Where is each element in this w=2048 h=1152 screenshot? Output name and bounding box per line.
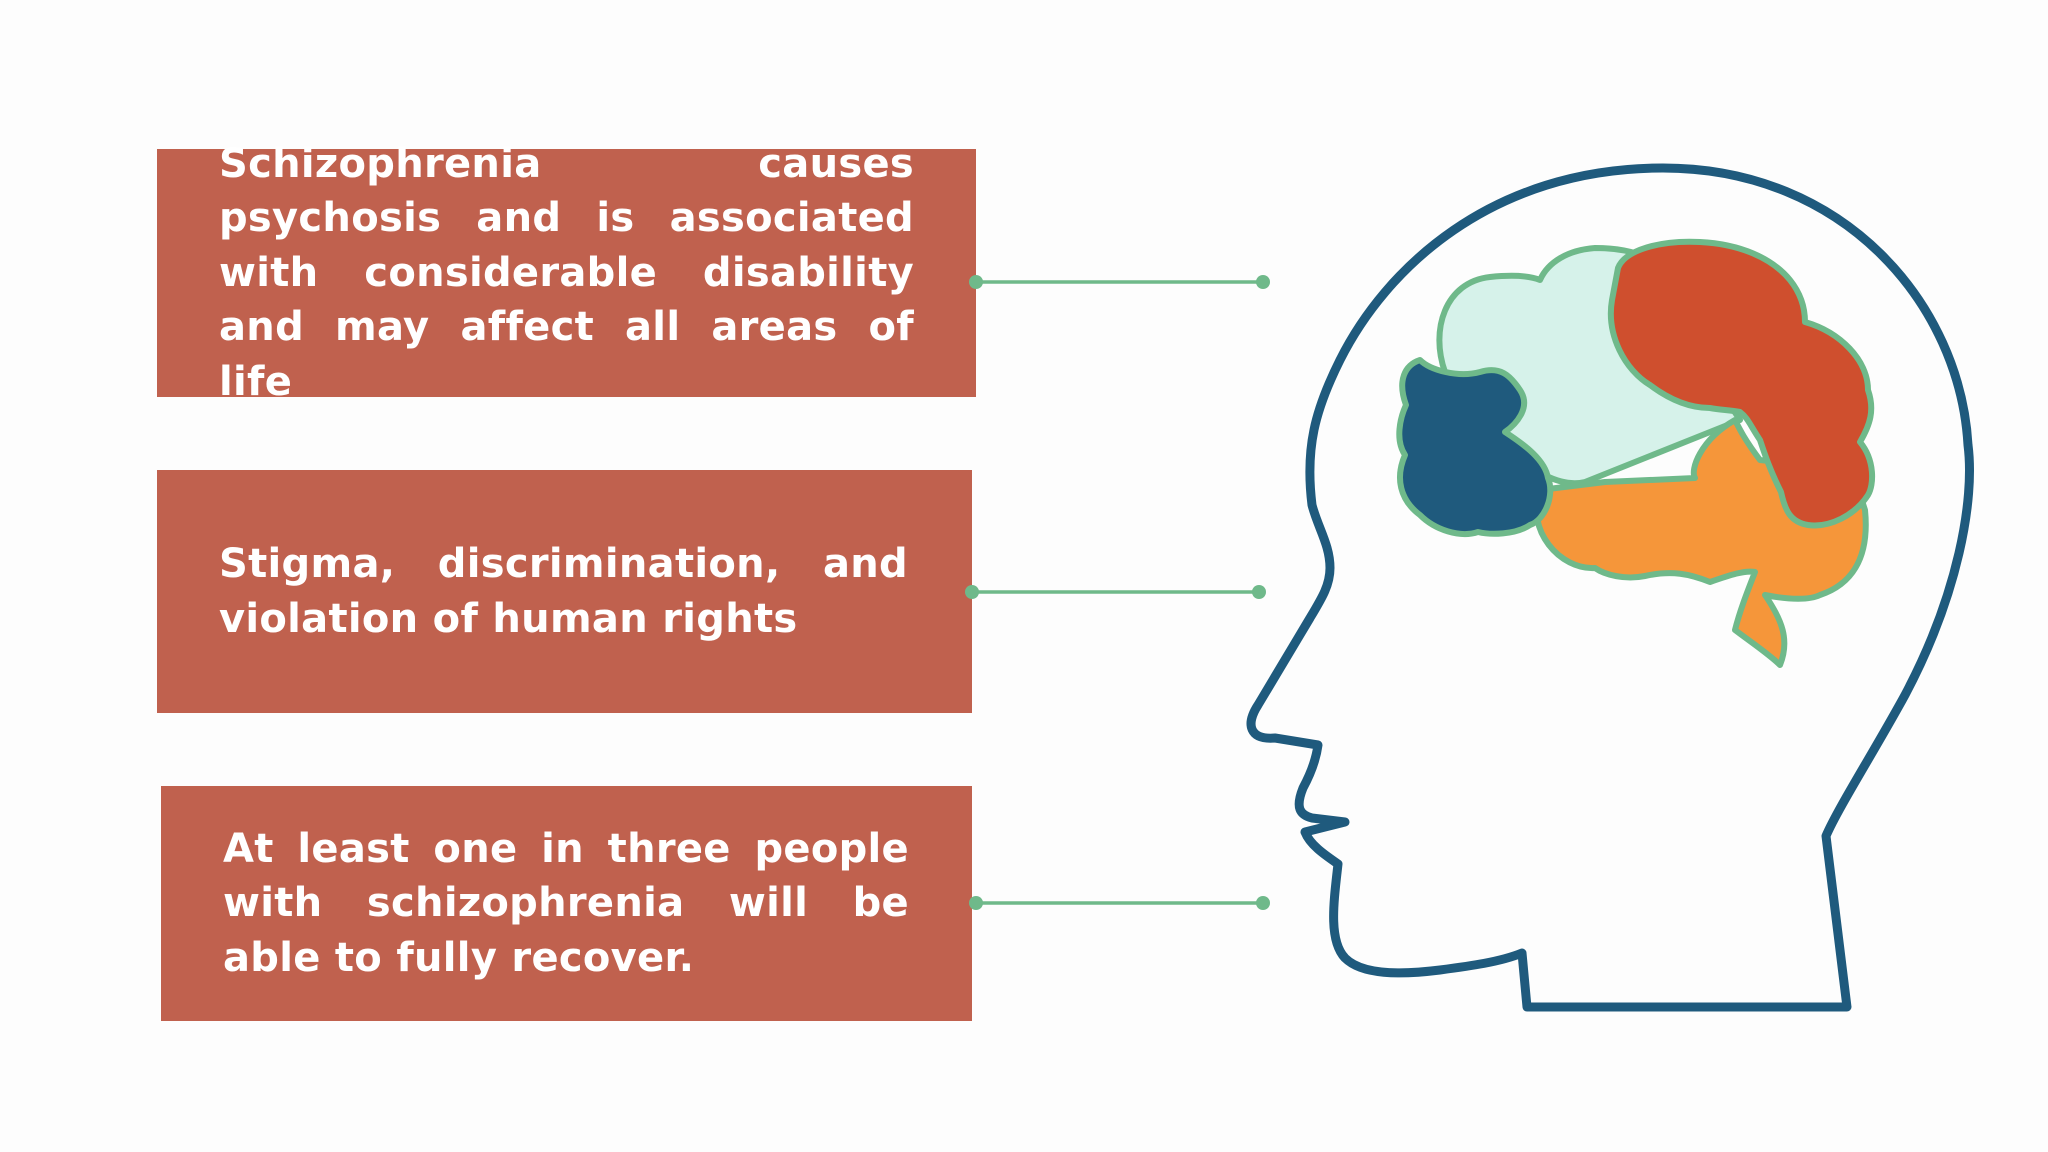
info-panel-3-text: At least one in three people with schizo…: [223, 825, 909, 981]
info-panel-1: Schizophrenia causes psychosis and is as…: [157, 141, 976, 405]
human-head-profile-icon: [1246, 163, 1974, 1012]
info-panel-2: Stigma, discrimination, and violation of…: [157, 470, 972, 713]
connector-3: [969, 896, 1270, 910]
info-panel-1-text: Schizophrenia causes psychosis and is as…: [219, 140, 914, 405]
info-panel-2-text: Stigma, discrimination, and violation of…: [219, 541, 908, 642]
connector-2: [965, 585, 1266, 599]
connector-1: [969, 275, 1270, 289]
info-panel-3: At least one in three people with schizo…: [161, 786, 972, 1021]
brain-icon: [1396, 238, 1876, 668]
